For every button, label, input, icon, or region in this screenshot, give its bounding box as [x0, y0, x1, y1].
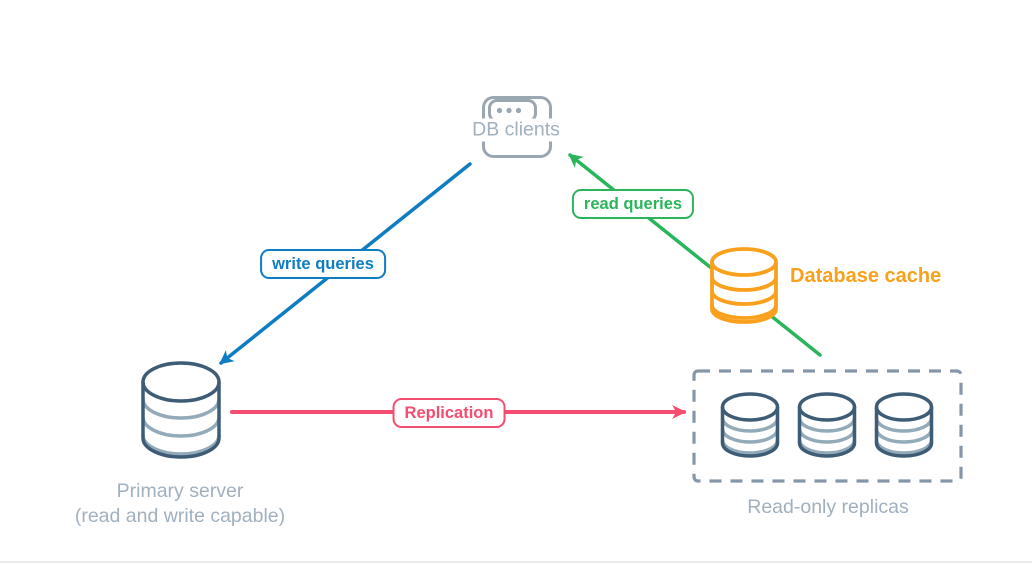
database-cache-label: Database cache — [790, 265, 942, 287]
window-dots-icon — [496, 107, 522, 114]
read-queries-arrow — [568, 153, 822, 357]
replication-badge: Replication — [392, 398, 506, 428]
primary-server-title: Primary server — [116, 480, 244, 502]
read-queries-badge: read queries — [571, 189, 695, 219]
replica-database-icon — [874, 392, 934, 458]
read-replicas-label: Read-only replicas — [747, 496, 909, 518]
write-queries-badge: write queries — [260, 249, 386, 279]
bottom-divider — [0, 561, 1032, 563]
replica-database-icon — [797, 392, 857, 458]
replicas-group-border — [692, 369, 963, 483]
primary-server-label: Primary server (read and write capable) — [75, 479, 285, 529]
primary-server-subtitle: (read and write capable) — [74, 505, 286, 527]
db-clients-label: DB clients — [469, 118, 563, 142]
primary-server-icon — [141, 361, 221, 459]
replica-database-icon — [720, 392, 780, 458]
database-cache-icon — [710, 247, 778, 324]
read-replicas-group — [720, 392, 934, 458]
